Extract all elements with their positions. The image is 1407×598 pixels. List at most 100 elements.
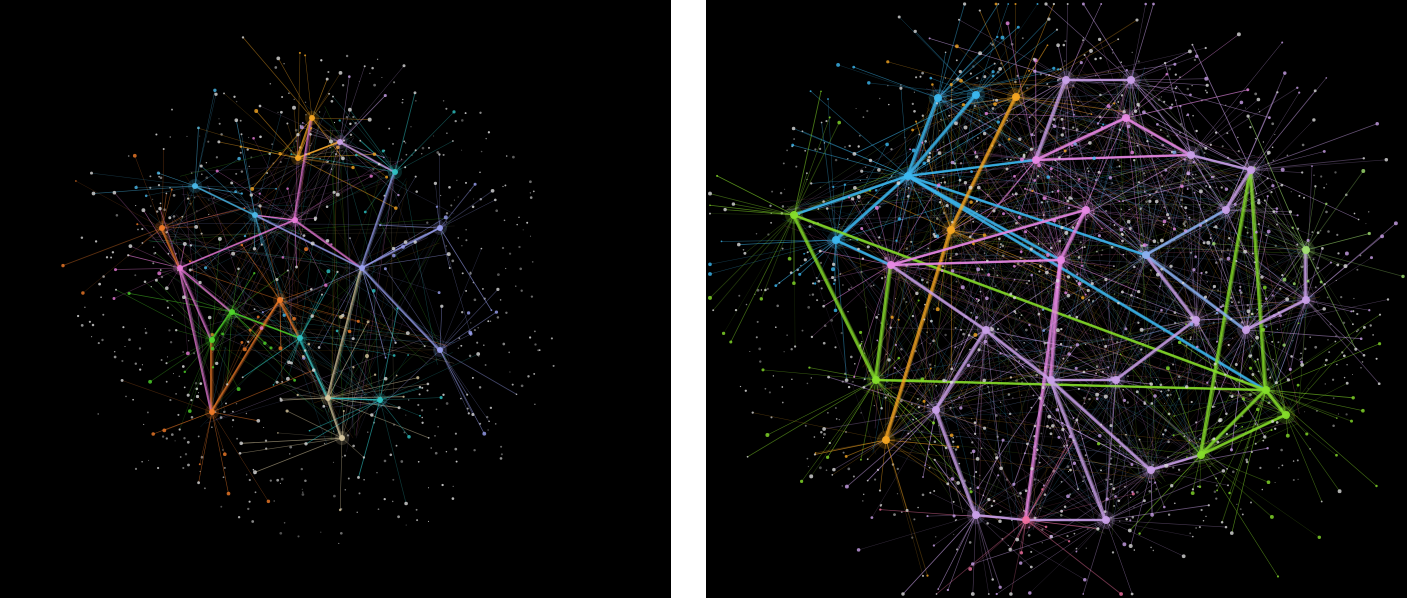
fan-edge — [937, 3, 999, 99]
web-edge — [1248, 329, 1296, 413]
isolated-node — [1167, 412, 1171, 416]
fan-edge — [937, 514, 977, 590]
leaf-node — [162, 148, 165, 150]
isolated-node — [470, 322, 472, 324]
web-edge — [903, 107, 1135, 166]
fan-edge — [254, 214, 263, 245]
isolated-node — [323, 442, 326, 445]
isolated-node — [297, 535, 300, 538]
isolated-node — [1092, 301, 1094, 303]
hub-node — [1047, 376, 1055, 384]
isolated-node — [1043, 493, 1047, 496]
fan-edge — [709, 214, 795, 299]
leaf-node — [419, 414, 421, 417]
leaf-node — [1121, 239, 1124, 243]
fan-edge — [160, 269, 233, 313]
hub-node — [1057, 256, 1065, 264]
isolated-node — [1274, 427, 1277, 430]
leaf-node — [1079, 61, 1083, 65]
leaf-node — [1229, 531, 1234, 535]
leaf-node — [998, 67, 1002, 71]
isolated-node — [1123, 485, 1127, 488]
leaf-node — [975, 316, 979, 319]
isolated-node — [450, 204, 453, 207]
leaf-node — [1334, 340, 1337, 343]
isolated-node — [1325, 210, 1328, 214]
isolated-node — [1198, 526, 1201, 529]
leaf-node — [1320, 500, 1323, 503]
bundle-edge — [340, 141, 397, 173]
fan-edge — [297, 394, 329, 399]
isolated-node — [943, 181, 947, 184]
isolated-node — [936, 217, 939, 220]
isolated-node — [1072, 126, 1075, 129]
fan-edge — [211, 411, 229, 494]
isolated-node — [465, 289, 468, 292]
isolated-node — [1026, 86, 1029, 90]
web-edge — [1035, 173, 1309, 256]
web-edge — [978, 100, 988, 515]
isolated-node — [1190, 400, 1193, 404]
leaf-node — [1009, 592, 1013, 596]
fan-edge — [985, 329, 1072, 348]
isolated-node — [358, 80, 360, 82]
leaf-node — [1192, 161, 1195, 164]
isolated-node — [1353, 297, 1355, 300]
fan-edge — [1305, 249, 1346, 267]
isolated-node — [1299, 358, 1301, 361]
fan-edge — [1245, 299, 1389, 331]
web-edge — [1065, 326, 1206, 385]
leaf-node — [1192, 268, 1196, 272]
isolated-node — [1019, 317, 1021, 319]
hub-node — [1012, 93, 1020, 101]
isolated-node — [942, 141, 945, 143]
web-edge — [987, 269, 1062, 318]
leaf-node — [371, 288, 376, 293]
isolated-node — [1162, 223, 1165, 226]
isolated-node — [1073, 532, 1076, 535]
isolated-node — [1327, 230, 1330, 233]
isolated-node — [1155, 488, 1158, 490]
isolated-node — [151, 198, 154, 201]
fan-edge — [291, 153, 396, 173]
leaf-node — [901, 592, 905, 596]
leaf-node — [1121, 200, 1124, 203]
web-edge — [945, 239, 972, 319]
fan-edge — [1035, 159, 1146, 246]
leaf-node — [1044, 369, 1046, 372]
isolated-node — [427, 487, 430, 489]
isolated-node — [1186, 305, 1188, 307]
leaf-node — [1136, 144, 1139, 147]
web-edge — [301, 127, 351, 346]
fan-edge — [1186, 319, 1197, 387]
leaf-node — [1073, 113, 1075, 116]
isolated-node — [1262, 439, 1265, 442]
leaf-node — [894, 343, 897, 346]
leaf-node — [950, 367, 954, 371]
fan-edge — [305, 399, 381, 445]
isolated-node — [994, 453, 998, 456]
hub-node-glow — [1117, 109, 1135, 127]
fan-edge — [1305, 249, 1338, 266]
isolated-node — [1336, 233, 1339, 236]
web-edge — [1006, 109, 1312, 290]
isolated-node — [183, 386, 186, 389]
leaf-node — [1377, 382, 1381, 386]
fan-edge — [439, 312, 469, 351]
isolated-node — [934, 365, 936, 367]
isolated-node — [1038, 270, 1041, 273]
isolated-node — [866, 109, 869, 113]
leaf-node — [969, 200, 973, 204]
leaf-node — [885, 142, 889, 147]
leaf-node — [814, 452, 817, 454]
web-edge — [172, 200, 194, 233]
fan-edge — [1167, 368, 1202, 456]
leaf-node — [1103, 394, 1108, 399]
bundle-edge — [361, 227, 441, 269]
leaf-node — [1026, 442, 1029, 446]
bundle-edge — [328, 267, 364, 399]
isolated-node — [919, 75, 922, 78]
leaf-node — [1097, 37, 1102, 42]
web-edge — [971, 259, 1149, 317]
isolated-node — [1214, 313, 1217, 315]
